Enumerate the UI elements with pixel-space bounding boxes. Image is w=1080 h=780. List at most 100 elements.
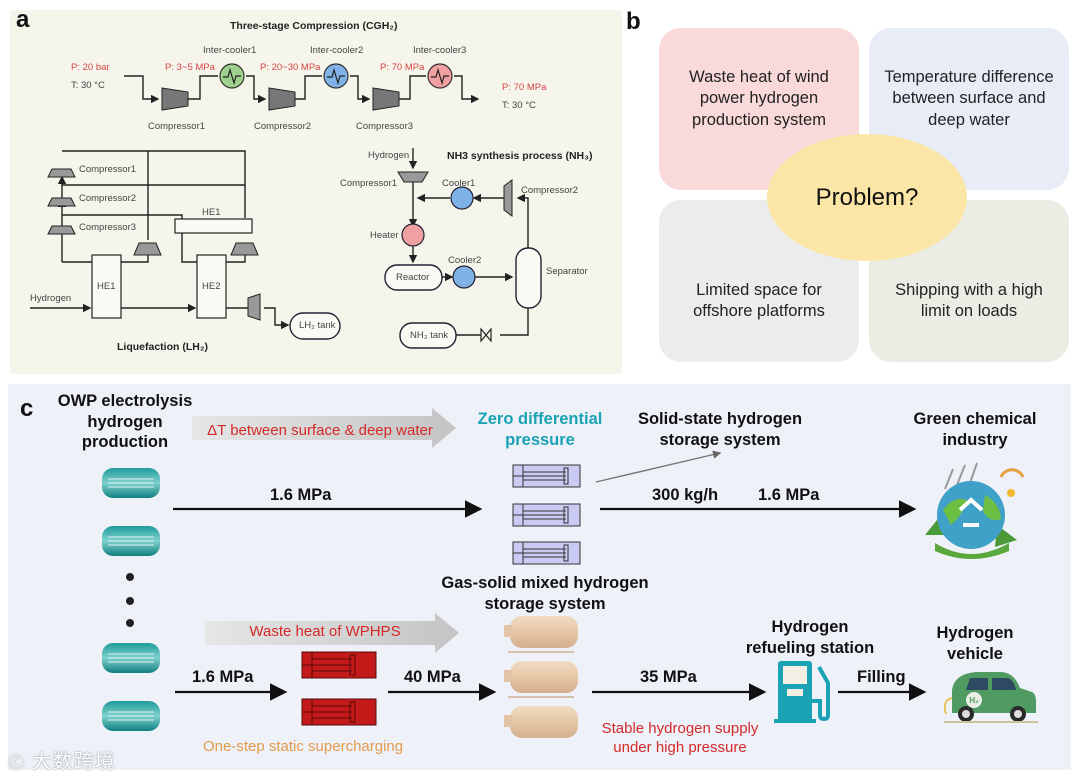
owp-source-title: OWP electrolysis hydrogen production [57,392,193,452]
nh3-flow-lines [408,148,529,336]
nh3-cooler1-icon [450,186,474,210]
panel-b-label: b [626,8,641,35]
lh2-tank-box [289,312,341,340]
lh2-tank-label: LH₂ tank [299,320,336,331]
panel-a-label: a [16,6,30,33]
cgh2-pressure-1: P: 3~5 MPa [165,62,215,73]
cgh2-flow-line [124,75,480,104]
gas-solid-tanks [504,616,578,738]
cgh2-inlet-temp: T: 30 °C [71,80,105,91]
top-pressure-2: 1.6 MPa [758,486,820,504]
cgh2-outlet-temp: T: 30 °C [502,100,536,111]
nh3-tank-box [399,322,457,349]
stable-supply-text: Stable hydrogen supply under high pressu… [601,720,759,756]
problem-center-ellipse: Problem? [767,134,967,261]
tank-icon [504,706,578,738]
electrolyzer-icon [102,526,160,556]
nh3-separator-label: Separator [546,266,588,277]
lh2-compressor1-icon [47,168,76,178]
top-pressure-1: 1.6 MPa [270,486,332,504]
problem-box-space: Limited space for offshore platforms [659,200,859,362]
nh3-tank-label: NH₃ tank [410,330,449,341]
electrolyzer-stack [102,468,160,731]
bottom-pressure-2: 40 MPa [404,668,461,686]
nh3-title: NH3 synthesis process (NH₃) [447,150,593,162]
green-chemical-globe-icon [925,462,1025,559]
supercharging-modules [301,651,377,726]
nh3-compressor2-label: Compressor2 [521,185,579,196]
intercooler1-label: Inter-cooler1 [203,45,257,56]
watermark: Ⓒ 大数跨境 [8,745,116,774]
ellipsis-dot [126,597,134,605]
solid-state-module-icon [512,464,581,488]
cgh2-compressor2-label: Compressor2 [254,121,312,132]
problem-box-waste-heat: Waste heat of wind power hydrogen produc… [659,28,859,190]
nh3-cooler2-label: Cooler2 [448,255,482,266]
green-chemical-title: Green chemical industry [913,410,1037,449]
tank-icon [504,616,578,653]
lh2-compressor2-label: Compressor2 [79,193,137,204]
lh2-he2-box [196,254,227,319]
lh2-compressor1-label: Compressor1 [79,164,137,175]
nh3-reactor-label: Reactor [396,272,430,283]
waste-heat-text: Waste heat of WPHPS [249,623,401,640]
cgh2-compressor1-label: Compressor1 [148,121,206,132]
top-flow-rate: 300 kg/h [652,486,719,504]
nh3-heater-icon [401,223,425,247]
cgh2-compressor1-icon [161,87,189,111]
bottom-pressure-3: 35 MPa [640,668,697,686]
problem-box-temperature-text: Temperature difference between surface a… [884,68,1054,129]
lh2-he2-label: HE2 [202,281,221,292]
nh3-separator-box [515,247,542,309]
panel-c-label: c [20,395,34,422]
lh2-expander2-icon [230,242,259,256]
intercooler1-icon [219,63,245,89]
supercharging-text: One-step static supercharging [203,738,404,755]
nh3-cooler2-icon [452,265,476,289]
zero-differential-pressure-title: Zero differential pressure [477,410,603,449]
lh2-expander3-icon [247,293,261,321]
waste-heat-arrow [205,613,459,653]
lh2-compressor3-label: Compressor3 [79,222,137,233]
electrolyzer-icon [102,643,160,673]
electrolyzer-icon [102,701,160,731]
cgh2-compressor3-label: Compressor3 [356,121,414,132]
lh2-compressor2-icon [47,197,76,207]
nh3-heater-label: Heater [370,230,399,241]
process-diagrams-svg [30,63,542,349]
delta-t-arrow [192,408,456,448]
watermark-logo-icon: Ⓒ [8,753,26,772]
solid-state-module-icon [512,503,581,527]
nh3-hydrogen-label: Hydrogen [368,150,410,161]
problem-box-shipping-text: Shipping with a high limit on loads [895,280,1043,320]
bottom-pressure-1: 1.6 MPa [192,668,254,686]
electrolyzer-icon [102,468,160,498]
watermark-text: 大数跨境 [31,751,116,773]
problem-box-waste-heat-text: Waste heat of wind power hydrogen produc… [689,68,829,129]
problem-center-text: Problem? [815,183,919,211]
problem-box-space-text: Limited space for offshore platforms [693,280,825,320]
ellipsis-dot [126,573,134,581]
nh3-reactor-box [384,264,443,291]
lh2-he1-top-box [174,218,253,234]
lh2-he1-top-label: HE1 [202,207,221,218]
cgh2-outlet-pressure: P: 70 MPa [502,82,547,93]
refueling-station-icon [774,661,830,723]
gas-solid-storage-title: Gas-solid mixed hydrogen storage system [441,574,649,613]
lh2-hydrogen-label: Hydrogen [30,293,72,304]
cgh2-title: Three-stage Compression (CGH₂) [230,20,398,32]
intercooler2-icon [323,63,349,89]
panel-c-flow-arrows [173,450,927,701]
hydrogen-vehicle-icon: H₂ [943,672,1038,723]
nh3-compressor1-label: Compressor1 [340,178,398,189]
vehicle-h2-badge: H₂ [969,696,979,705]
delta-t-text: ΔT between surface & deep water [207,422,433,439]
cgh2-pressure-2: P: 20~30 MPa [260,62,321,73]
solid-state-modules [512,464,581,565]
solid-state-module-icon [512,541,581,565]
lh2-he1-label: HE1 [97,281,116,292]
cgh2-inlet-pressure: P: 20 bar [71,62,110,73]
cgh2-compressor2-icon [268,87,296,111]
lh2-title: Liquefaction (LH₂) [117,341,208,353]
solid-state-storage-title: Solid-state hydrogen storage system [637,410,803,449]
